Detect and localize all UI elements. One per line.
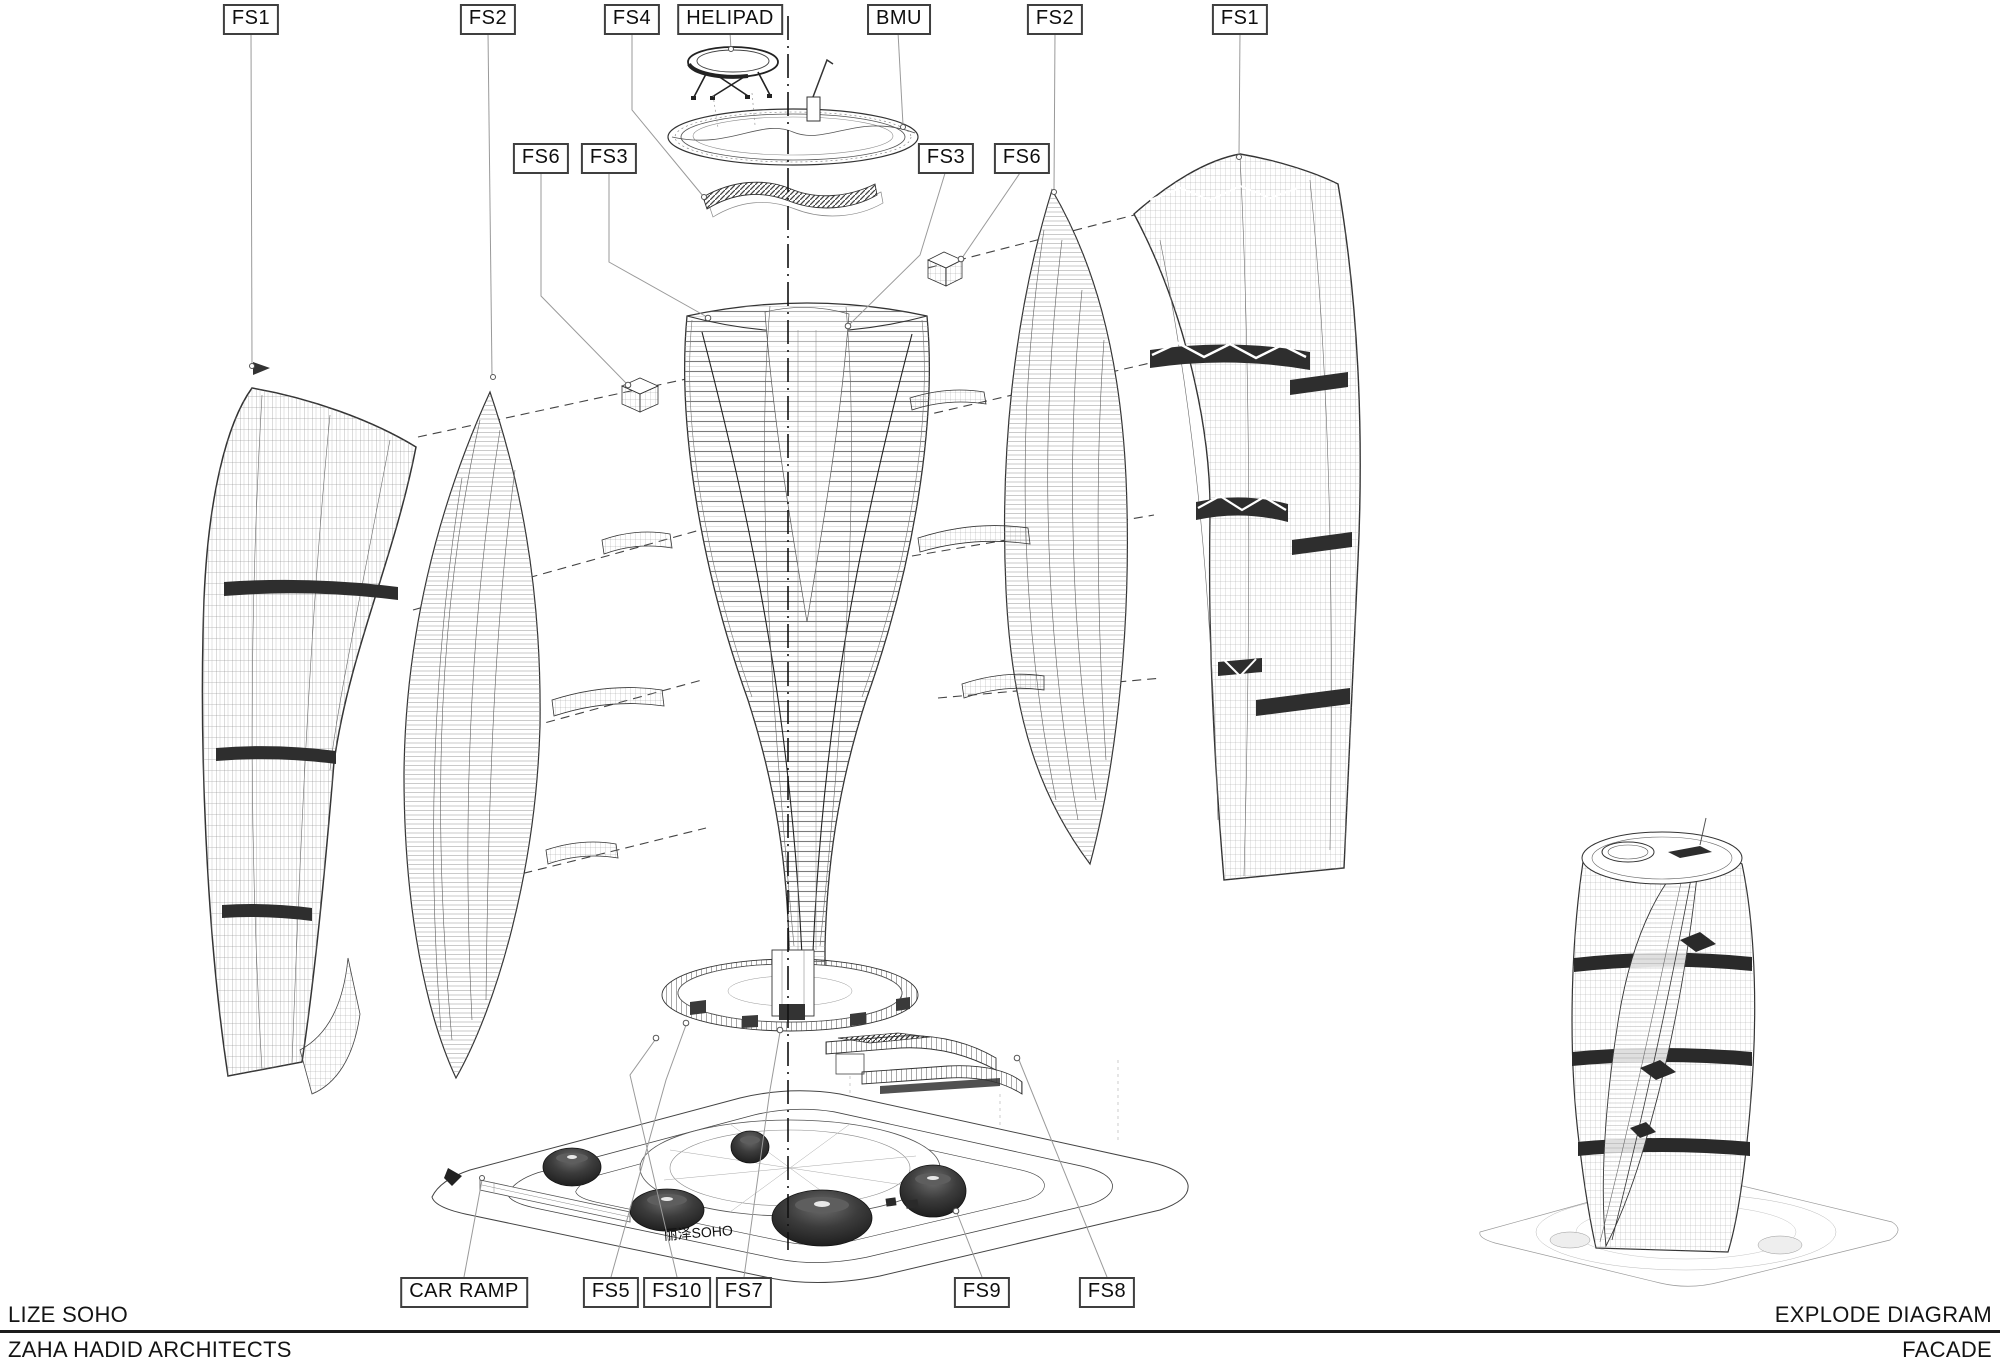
callout-fs9: FS9 (953, 1277, 1011, 1308)
podium-ring (661, 949, 919, 1032)
callout-fs2-left: FS2 (459, 4, 517, 35)
right-fs2-strip (1003, 188, 1128, 866)
callout-fs2-right: FS2 (1026, 4, 1084, 35)
roof-ring (667, 108, 919, 166)
callout-helipad: HELIPAD (677, 4, 783, 35)
core-fs3-shells (684, 302, 930, 1014)
callout-fs1-right: FS1 (1211, 4, 1269, 35)
callout-fs10: FS10 (643, 1277, 711, 1308)
bmu-crane (806, 58, 834, 122)
retail-pods (542, 1130, 967, 1247)
callout-fs3-left: FS3 (580, 143, 638, 174)
left-fs2-strip (403, 390, 541, 1080)
drawing-title: EXPLODE DIAGRAM (1774, 1302, 1992, 1327)
project-title: LIZE SOHO (8, 1302, 129, 1327)
fs8-canopies (825, 1032, 1119, 1150)
callout-fs4: FS4 (603, 4, 661, 35)
title-block-divider (0, 1330, 2000, 1333)
callout-car-ramp: CAR RAMP (400, 1277, 528, 1308)
helipad-drawing (687, 46, 779, 129)
architect-name: ZAHA HADID ARCHITECTS (8, 1337, 292, 1362)
site-plate: 丽泽SOHO (431, 1090, 1189, 1284)
car-ramp-drawing (444, 1168, 631, 1223)
leader-lines (250, 31, 1241, 1278)
assembled-tower (1479, 817, 1899, 1287)
callout-fs7: FS7 (715, 1277, 773, 1308)
callout-fs3-right: FS3 (917, 143, 975, 174)
fs6-panel-right (927, 251, 963, 287)
connector-panels (545, 251, 1045, 865)
leader-end-markers (249, 46, 1242, 1215)
fs4-skylight (702, 181, 884, 218)
right-fs1-shell (1133, 153, 1361, 881)
callout-fs8: FS8 (1078, 1277, 1136, 1308)
callout-bmu: BMU (867, 4, 931, 35)
callout-fs6-left: FS6 (512, 143, 570, 174)
callout-fs1-left: FS1 (222, 4, 280, 35)
fs6-panel-left (621, 377, 659, 413)
callout-fs5: FS5 (582, 1277, 640, 1308)
sheet-name: FACADE (1902, 1337, 1992, 1362)
ground-site-label: 丽泽SOHO (663, 1222, 733, 1243)
callout-fs6-right: FS6 (993, 143, 1051, 174)
left-fs1-shell (201, 362, 417, 1095)
